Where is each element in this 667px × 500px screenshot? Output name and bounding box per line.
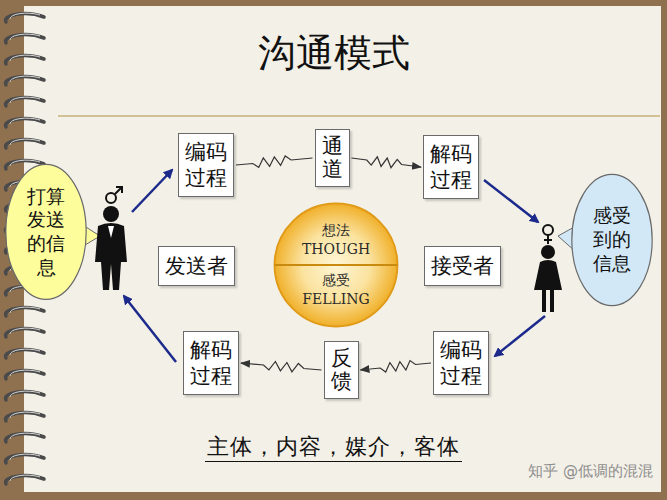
spiral-highlight bbox=[10, 412, 40, 418]
spiral-highlight bbox=[10, 370, 40, 376]
zigzag-connector bbox=[361, 361, 432, 372]
male-figure bbox=[95, 187, 127, 290]
spiral-ring bbox=[6, 434, 44, 442]
spiral-highlight bbox=[10, 349, 40, 355]
spiral-highlight bbox=[10, 76, 40, 82]
circle-outline bbox=[272, 201, 400, 329]
watermark: 知乎 @低调的混混 bbox=[528, 462, 653, 481]
spiral-ring bbox=[6, 413, 44, 421]
spiral-highlight bbox=[10, 160, 40, 166]
node-text: 解码过程 bbox=[190, 337, 232, 390]
spiral-ring bbox=[6, 371, 44, 379]
node-text: 通道 bbox=[322, 135, 343, 181]
channel-box: 通道 bbox=[315, 129, 350, 187]
zigzag-connector bbox=[236, 156, 313, 167]
flow-arrow bbox=[484, 180, 538, 222]
spiral-highlight bbox=[10, 328, 40, 334]
zigzag-connector bbox=[352, 157, 422, 168]
node-text: 感受到的信息 bbox=[593, 204, 631, 275]
spiral-highlight bbox=[10, 433, 40, 439]
spiral-ring bbox=[6, 308, 44, 316]
feedback-box: 反馈 bbox=[324, 341, 359, 399]
node-text: 编码过程 bbox=[185, 139, 227, 192]
title-rule bbox=[58, 115, 660, 117]
zigzag-connector bbox=[241, 362, 322, 372]
role-box: 发送者 bbox=[158, 246, 235, 286]
node-text: 反馈 bbox=[331, 347, 352, 393]
spiral-highlight bbox=[10, 139, 40, 145]
process-box: 解码过程 bbox=[183, 331, 239, 396]
spiral-highlight bbox=[10, 118, 40, 124]
spiral-highlight bbox=[10, 475, 40, 481]
spiral-ring bbox=[6, 392, 44, 400]
spiral-ring bbox=[6, 119, 44, 127]
caption-row: 主体，内容，媒介，客体 bbox=[0, 432, 667, 462]
thought-feeling-circle: 想法 THOUGH 感受 FELLING bbox=[272, 201, 400, 329]
node-text: 解码过程 bbox=[430, 141, 472, 194]
spiral-highlight bbox=[10, 34, 40, 40]
spiral-ring bbox=[6, 329, 44, 337]
node-text: 编码过程 bbox=[440, 337, 482, 390]
circle-text: 感受 FELLING bbox=[302, 271, 370, 309]
spiral-highlight bbox=[10, 97, 40, 103]
process-box: 编码过程 bbox=[178, 133, 234, 198]
process-box: 解码过程 bbox=[423, 135, 479, 200]
spiral-ring bbox=[6, 476, 44, 484]
node-text: 打算发送的信息 bbox=[27, 185, 65, 280]
spiral-highlight bbox=[10, 55, 40, 61]
spiral-highlight bbox=[10, 454, 40, 460]
flow-arrow bbox=[124, 296, 176, 362]
female-figure bbox=[534, 225, 562, 312]
diagram-caption: 主体，内容，媒介，客体 bbox=[205, 434, 462, 462]
process-box: 编码过程 bbox=[433, 331, 489, 396]
spiral-ring bbox=[6, 350, 44, 358]
spiral-ring bbox=[6, 14, 44, 22]
spiral-ring bbox=[6, 140, 44, 148]
node-text: 接受者 bbox=[431, 252, 494, 280]
spiral-ring bbox=[6, 98, 44, 106]
page-sheet bbox=[24, 6, 661, 492]
spiral-highlight bbox=[10, 13, 40, 19]
node-text: 发送者 bbox=[165, 252, 228, 280]
spiral-ring bbox=[6, 35, 44, 43]
spiral-ring bbox=[6, 77, 44, 85]
flow-arrow bbox=[132, 170, 172, 212]
flow-arrow bbox=[495, 316, 545, 356]
diagram-title: 沟通模式 bbox=[0, 28, 667, 79]
role-box: 接受者 bbox=[424, 246, 501, 286]
spiral-highlight bbox=[10, 391, 40, 397]
spiral-ring bbox=[6, 56, 44, 64]
speech-bubble: 感受到的信息 bbox=[571, 173, 653, 307]
speech-bubble: 打算发送的信息 bbox=[5, 163, 87, 301]
spiral-highlight bbox=[10, 307, 40, 313]
spiral-ring bbox=[6, 455, 44, 463]
circle-text: 想法 THOUGH bbox=[302, 221, 370, 259]
